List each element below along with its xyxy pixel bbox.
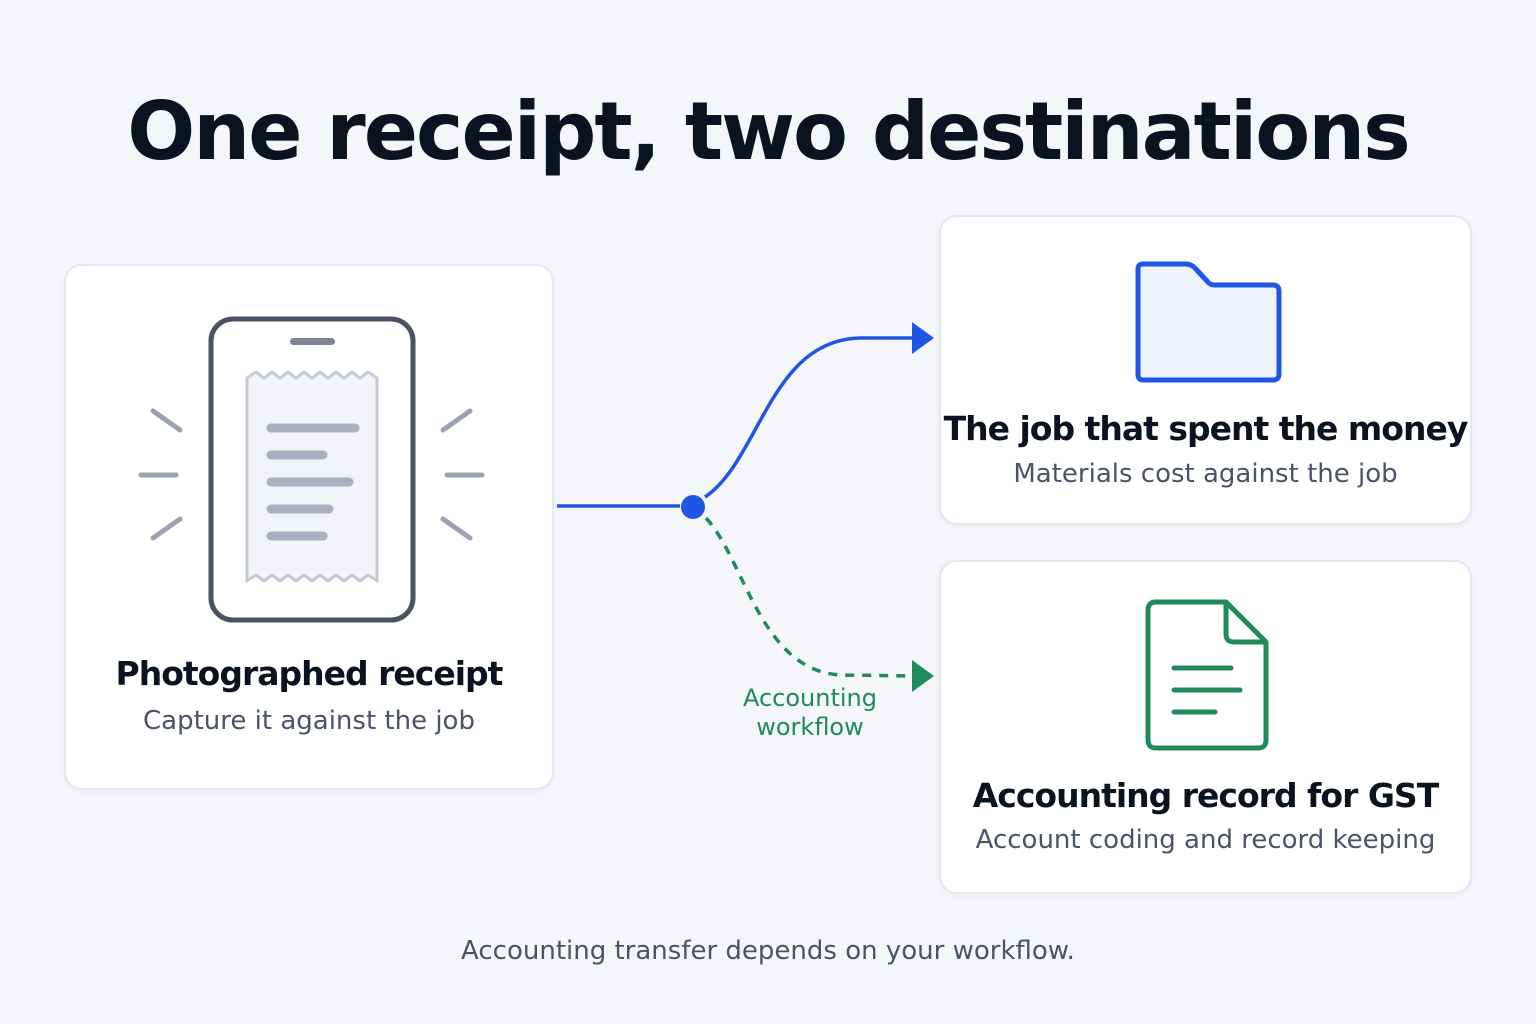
job-card: The job that spent the money Materials c… [939, 215, 1472, 525]
accounting-arrow-line [704, 516, 913, 678]
flash-rays [138, 408, 485, 541]
phone-receipt-icon [138, 316, 485, 623]
job-arrow-head [912, 322, 934, 354]
source-subtitle: Capture it against the job [143, 706, 475, 736]
accounting-subtitle: Account coding and record keeping [975, 825, 1436, 855]
source-heading: Photographed receipt [115, 654, 504, 693]
split-node [681, 495, 705, 519]
receipt-lines [266, 423, 360, 541]
accounting-workflow-label: Accounting workflow [742, 684, 877, 741]
accounting-card: Accounting record for GST Account coding… [939, 560, 1472, 894]
job-arrow-line [704, 336, 912, 499]
page-title: One receipt, two destinations [127, 85, 1411, 178]
accounting-heading: Accounting record for GST [972, 776, 1439, 815]
accounting-arrow-head [912, 660, 934, 692]
job-heading: The job that spent the money [943, 409, 1469, 448]
job-subtitle: Materials cost against the job [1013, 459, 1398, 489]
phone-speaker [290, 338, 335, 345]
footer-note: Accounting transfer depends on your work… [461, 936, 1075, 966]
folder-icon [1135, 261, 1282, 383]
document-icon [1145, 599, 1269, 751]
receipt-card: Photographed receipt Capture it against … [64, 264, 554, 790]
